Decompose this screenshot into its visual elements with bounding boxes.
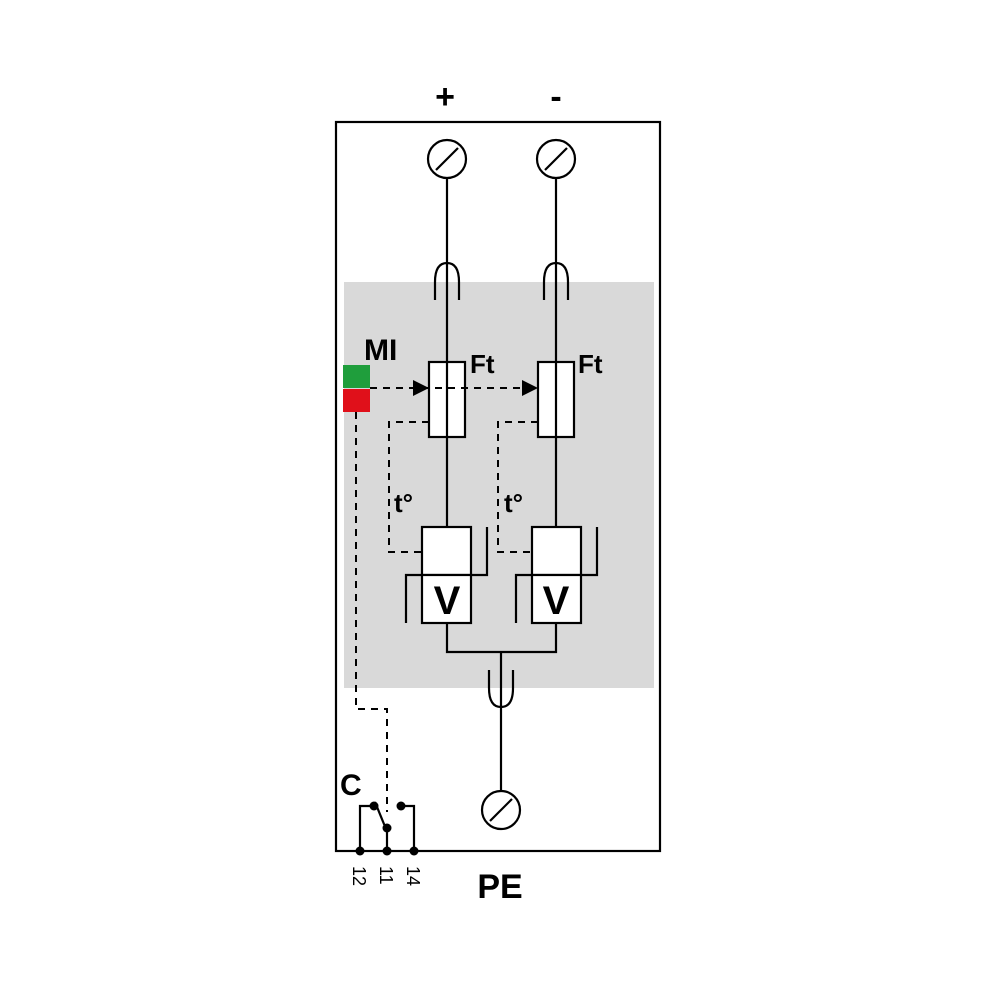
indicator-green [343, 365, 370, 388]
contact-pin-11: 11 [376, 866, 396, 885]
plug-in-module [344, 282, 654, 688]
contact-pin-14: 14 [403, 866, 423, 886]
terminal-pe-label: PE [477, 868, 522, 906]
screw-terminal-pe [480, 789, 522, 831]
screw-terminal-minus [535, 138, 577, 180]
thermal-link-left [388, 421, 429, 553]
terminal-minus-label: - [550, 78, 561, 116]
varistor-label-left: V [434, 579, 461, 623]
varistor-left [404, 525, 489, 625]
indicator-red [343, 389, 370, 412]
remote-contact-link [355, 412, 388, 812]
mi-label: MI [364, 334, 397, 367]
terminal-plus-label: + [435, 78, 455, 116]
contact-pin-12: 12 [349, 866, 369, 886]
ft-label-right: Ft [578, 349, 603, 379]
remote-contact-switch [355, 801, 419, 856]
thermal-disconnector-left [413, 360, 467, 439]
thermal-disconnector-right [522, 360, 576, 439]
wire-plus-path [433, 178, 461, 528]
ft-label-left: Ft [470, 349, 495, 379]
temp-label-right: t° [504, 488, 523, 518]
temp-label-left: t° [394, 488, 413, 518]
contact-label: C [340, 769, 362, 802]
varistor-right [514, 525, 599, 625]
wire-minus-path [542, 178, 570, 528]
varistor-label-right: V [543, 579, 570, 623]
thermal-link-right [497, 421, 538, 553]
wire-pe-path [445, 623, 558, 791]
screw-terminal-plus [426, 138, 468, 180]
